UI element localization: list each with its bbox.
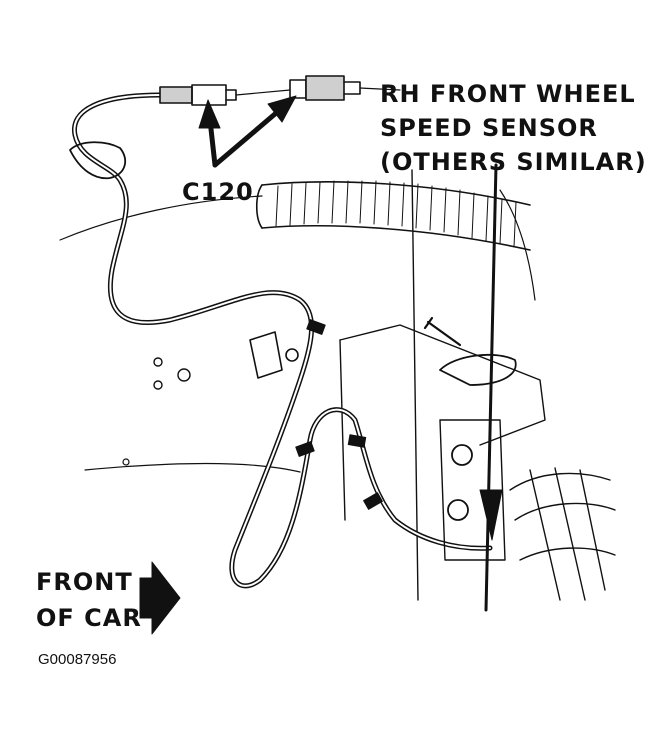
sensor-label-line-2: SPEED SENSOR xyxy=(380,114,598,142)
inner-panel-edge xyxy=(411,169,419,601)
sensor-pointer-arrowhead xyxy=(479,489,503,541)
front-of-car-line-2: OF CAR xyxy=(36,604,142,632)
body-hole-2 xyxy=(153,380,163,390)
bracket-bolt xyxy=(285,348,299,362)
strut-bolt-1 xyxy=(451,444,473,466)
c120-callout-arrow-right xyxy=(212,105,285,168)
c120-arrowhead-right xyxy=(267,95,297,123)
harness-sleeve-bottom xyxy=(261,225,531,251)
strut-outline-2 xyxy=(339,339,346,521)
strut-outline xyxy=(339,324,546,446)
c120-arrowhead-left xyxy=(198,99,221,129)
strut-bolt-2 xyxy=(447,499,469,521)
right-arrow-icon xyxy=(139,561,181,635)
front-of-car-line-1: FRONT xyxy=(36,568,133,596)
cable-clip-3 xyxy=(347,434,367,448)
connector-gap-lead xyxy=(235,89,291,96)
sensor-cable-inner xyxy=(73,94,491,587)
cable-clip-1 xyxy=(306,319,326,335)
sensor-mount-bolt xyxy=(423,316,462,347)
connector-half-left xyxy=(159,84,237,106)
sensor-label-line-1: RH FRONT WHEEL xyxy=(380,80,636,108)
connector-label: C120 xyxy=(182,178,254,206)
cable-clip-2 xyxy=(295,441,315,457)
sensor-bracket xyxy=(439,353,517,386)
connector-half-right xyxy=(289,75,361,101)
tire-tread xyxy=(509,467,616,601)
grommet-clip xyxy=(69,141,127,180)
sensor-pointer-line xyxy=(484,163,498,612)
harness-corrugations xyxy=(275,180,517,248)
harness-sleeve-top xyxy=(261,181,531,206)
body-hole-1 xyxy=(153,357,163,367)
body-hole-4 xyxy=(122,458,130,466)
figure-code: G00087956 xyxy=(38,651,117,668)
sensor-label-line-3: (OTHERS SIMILAR) xyxy=(380,148,647,176)
mount-bracket xyxy=(249,331,283,379)
body-hole-3 xyxy=(177,368,191,382)
harness-sleeve-end xyxy=(255,184,263,229)
connector-pigtail xyxy=(359,87,401,91)
cable-clip-4 xyxy=(363,492,383,510)
floor-contour-line xyxy=(84,462,301,473)
fender-contour-line xyxy=(59,195,263,241)
knuckle-outline xyxy=(439,419,506,561)
